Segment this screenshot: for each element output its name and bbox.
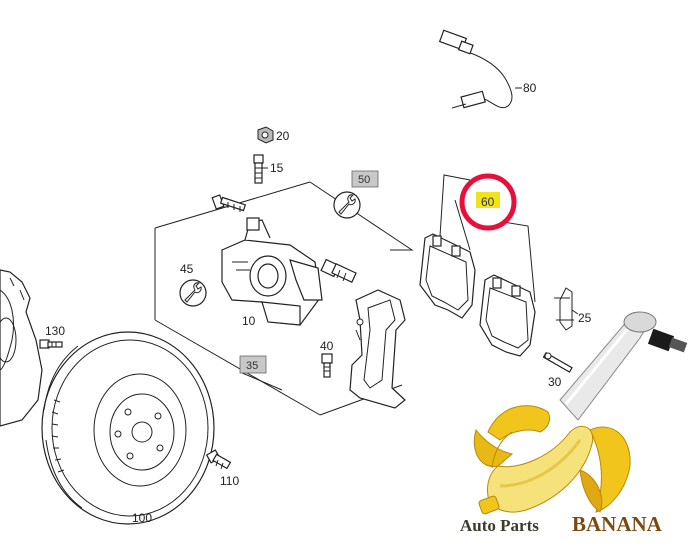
bracket-bolt-part[interactable] [321,353,333,378]
brake-caliper-part[interactable] [221,217,323,326]
callout-110: 110 [220,474,239,488]
callout-45: 45 [180,262,194,276]
brake-pad-bracket [439,174,536,303]
callout-40: 40 [320,339,334,353]
callout-80: 80 [523,81,537,95]
caliper-carrier-part[interactable] [349,289,406,409]
shield-screw-part[interactable] [39,339,63,349]
callout-15: 15 [270,161,284,175]
callout-100: 100 [132,511,152,525]
wrench-icon-2 [179,279,207,307]
callout-35: 35 [246,360,258,372]
bleed-screw-part[interactable] [253,154,268,184]
callout-25: 25 [578,311,592,325]
wear-sensor-part[interactable] [438,29,522,109]
caliper-bolt-part[interactable] [211,194,247,212]
callout-50: 50 [358,174,370,186]
callout-60-highlight [459,173,517,231]
callout-60: 60 [481,195,495,209]
callout-50-box [351,170,379,188]
dust-shield-part[interactable] [0,269,43,427]
retaining-pin-part[interactable] [542,351,573,373]
nut-part[interactable] [257,126,274,144]
callout-35-box [239,355,267,374]
spring-clip-part[interactable] [554,287,579,331]
brake-pad-inner-part[interactable] [419,233,476,319]
callout-130: 130 [45,324,65,338]
watermark-brand-prefix: Auto Parts [460,516,539,535]
watermark-logo [473,311,688,515]
guide-pin-part[interactable] [320,258,357,283]
watermark-brand-name: BANANA [572,512,663,536]
callout-20: 20 [276,129,290,143]
callout-30: 30 [548,375,562,389]
disc-screw-part[interactable] [205,449,232,470]
callout-10: 10 [242,314,256,328]
brake-disc-part[interactable] [41,331,215,525]
wrench-icon [333,191,361,219]
brake-pad-outer-part[interactable] [479,274,536,357]
